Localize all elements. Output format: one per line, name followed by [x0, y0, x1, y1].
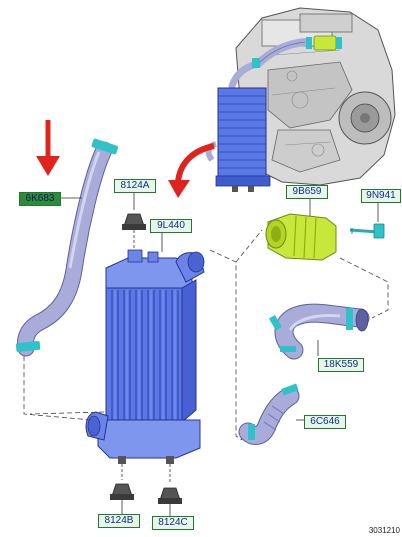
part-label-9n941[interactable]: 9N941 [361, 189, 401, 203]
mount-8124a [122, 192, 146, 252]
bolt-9n941 [349, 200, 385, 239]
part-label-9l440[interactable]: 9L440 [150, 219, 192, 233]
intercooler-9l440 [85, 228, 205, 484]
hose-6k683 [15, 138, 119, 357]
red-curved-arrow [168, 143, 215, 198]
mount-8124c [158, 487, 182, 516]
part-label-8124a[interactable]: 8124A [114, 179, 156, 193]
part-label-9b659[interactable]: 9B659 [286, 185, 328, 199]
document-number: 3031210 [368, 526, 400, 535]
part-label-8124c[interactable]: 8124C [152, 516, 194, 530]
mount-8124b [110, 483, 134, 514]
part-label-18k559[interactable]: 18K559 [318, 358, 364, 372]
part-label-6c646[interactable]: 6C646 [304, 415, 346, 429]
intercooler-small [205, 87, 271, 192]
part-label-8124b[interactable]: 8124B [98, 514, 140, 528]
red-indicator-arrow [36, 120, 60, 176]
leader-lines [23, 229, 389, 441]
resonator-9b659 [265, 196, 337, 261]
engine-assembly [228, 7, 396, 186]
part-label-6k683[interactable]: 6K683 [19, 192, 61, 206]
hose-6c646 [238, 383, 306, 445]
hose-18k559 [268, 303, 370, 360]
